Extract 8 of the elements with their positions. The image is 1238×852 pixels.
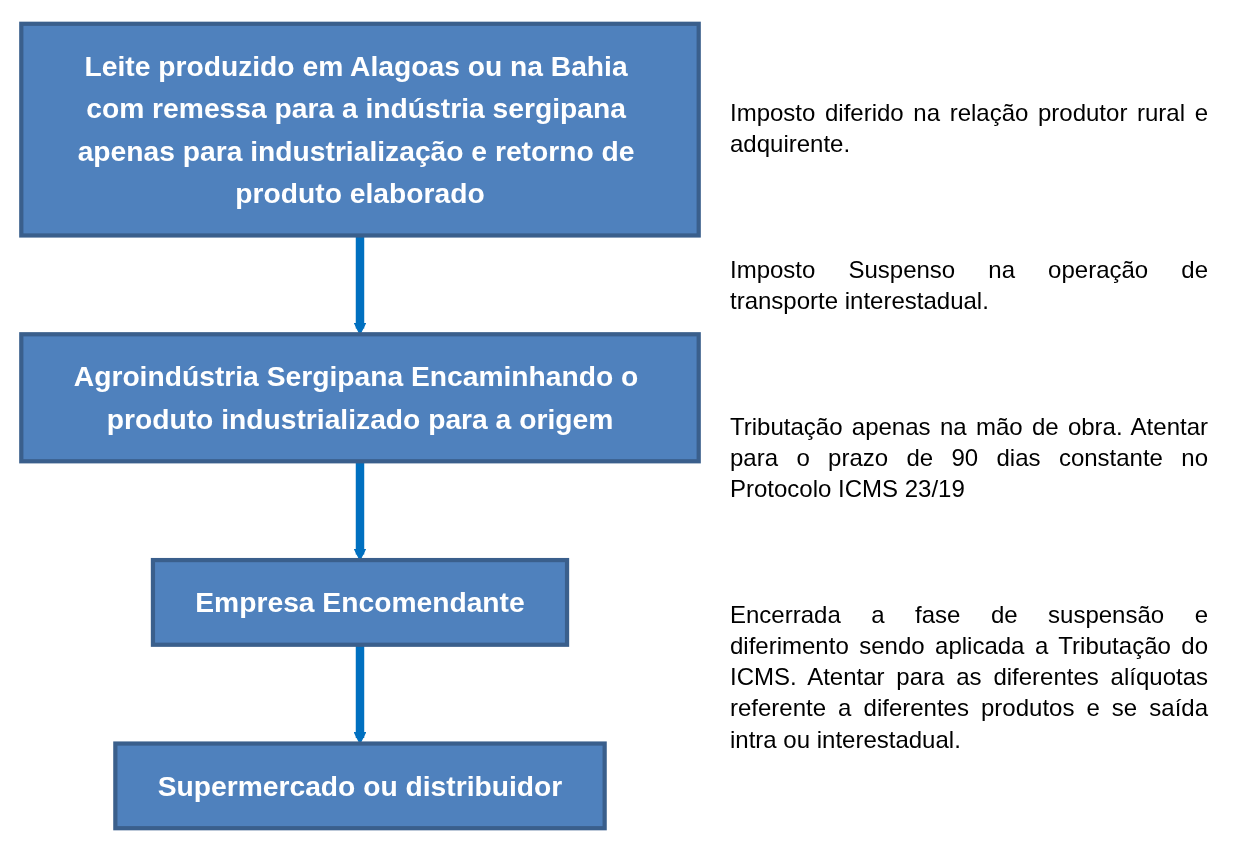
note-text: Imposto Suspenso na operação de transporte interestadual. bbox=[730, 255, 1208, 317]
node-box: Empresa Encomendante bbox=[150, 557, 570, 647]
note-text: Tributação apenas na mão de obra. Atentar para o prazo de 90 dias constante no Protocolo ICMS 23/19 bbox=[730, 411, 1208, 505]
node-box: Leite produzido em Alagoas ou na Bahia com remessa para a indústria sergipana apenas para industrialização e retorno de produto elaborado bbox=[19, 21, 701, 238]
note-text: Imposto diferido na relação produtor rural e adquirente. bbox=[730, 98, 1208, 160]
node-box: Supermercado ou distribuidor bbox=[113, 741, 607, 831]
note-text: Encerrada a fase de suspensão e diferimento sendo aplicada a Tributação do ICMS. Atentar para as diferentes alíquotas referente a diferentes produtos e se saída intra ou interestadual. bbox=[730, 599, 1208, 755]
node-box: Agroindústria Sergipana Encaminhando o produto industrializado para a origem bbox=[19, 332, 701, 464]
